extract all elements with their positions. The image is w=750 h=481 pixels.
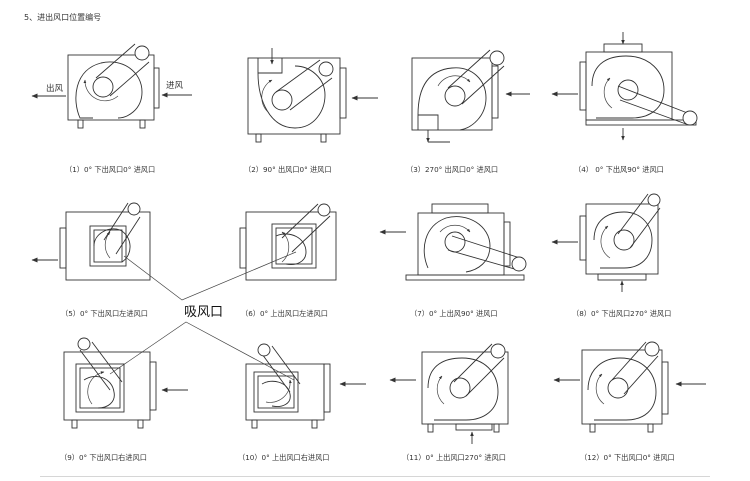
figure-8-caption: （8）0° 下出风口270° 进风口 <box>572 309 671 318</box>
figure-3-caption: （3）270° 出风口0° 进风口 <box>406 165 498 174</box>
figure-5-caption: （5）0° 下出风口左进风口 <box>61 309 148 318</box>
figure-7: （7）0° 上出风90° 进风口 <box>379 203 527 318</box>
figure-1-caption: （1）0° 下出风口0° 进风口 <box>65 165 155 174</box>
figure-12-caption: （12）0° 下出风口0° 进风口 <box>580 453 675 462</box>
suction-inlet-callout: 吸风口 <box>109 251 297 381</box>
figure-8: （8）0° 下出风口270° 进风口 <box>551 193 671 318</box>
figure-1: 出风 进风 （1）0° 下出风口0° 进风口 <box>31 43 192 174</box>
figure-5: （5）0° 下出风口左进风口 <box>31 202 151 318</box>
suction-inlet-label: 吸风口 <box>184 305 223 320</box>
figure-2-caption: （2）90° 出风口0° 进风口 <box>244 165 332 174</box>
figure-9-caption: （9）0° 下出风口右进风口 <box>60 453 147 462</box>
figure-11: （11）0° 上出风口270° 进风口 <box>389 343 509 462</box>
figure-10: （10）0° 上出风口右进风口 <box>238 343 366 462</box>
figure-4-caption: （4） 0° 下出风90° 进风口 <box>574 165 664 174</box>
figure-6: （6）0° 上出风口左进风口 <box>239 203 337 318</box>
figure-11-caption: （11）0° 上出风口270° 进风口 <box>402 453 506 462</box>
figure-4: （4） 0° 下出风90° 进风口 <box>551 32 698 174</box>
figure-6-caption: （6）0° 上出风口左进风口 <box>241 309 328 318</box>
figure-12: （12）0° 下出风口0° 进风口 <box>553 341 706 462</box>
bottom-divider <box>40 476 710 477</box>
section-heading: 5、进出风口位置编号 <box>24 12 101 22</box>
figure-7-caption: （7）0° 上出风90° 进风口 <box>410 309 498 318</box>
figure-3: （3）270° 出风口0° 进风口 <box>406 49 530 174</box>
figure-9: （9）0° 下出风口右进风口 <box>60 337 188 462</box>
inlet-label: 进风 <box>166 81 184 91</box>
figure-2: （2）90° 出风口0° 进风口 <box>244 48 378 174</box>
outlet-label: 出风 <box>46 83 64 94</box>
figure-10-caption: （10）0° 上出风口右进风口 <box>238 453 329 462</box>
